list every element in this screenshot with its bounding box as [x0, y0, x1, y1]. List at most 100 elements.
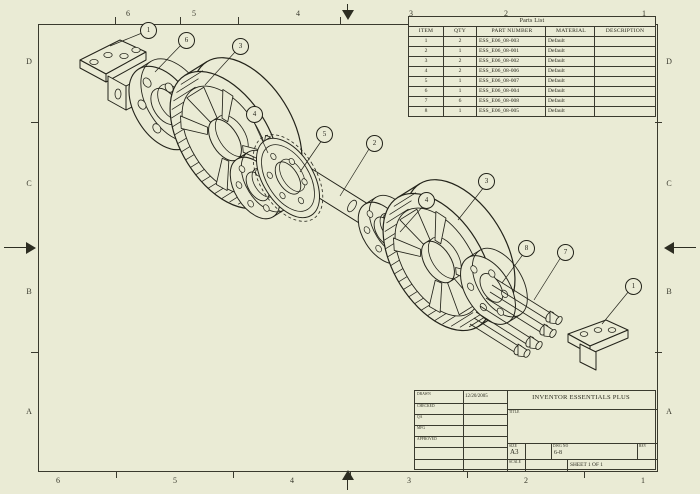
tb-divider: [507, 443, 657, 444]
balloon-callout-5[interactable]: 5: [316, 126, 333, 143]
zone-label-bottom-6: 6: [56, 476, 60, 485]
zone-label-top-1: 1: [642, 9, 646, 18]
zone-tick-top: [180, 17, 182, 24]
cell-description: [594, 86, 656, 97]
cell-description: [594, 66, 656, 77]
zone-tick-bottom: [584, 471, 586, 478]
zone-tick-bottom: [116, 471, 118, 478]
zone-label-right-D: D: [666, 57, 672, 66]
zone-label-top-5: 5: [192, 9, 196, 18]
cell-material: Default: [545, 66, 595, 77]
balloon-callout-6[interactable]: 6: [178, 32, 195, 49]
cell-part-number: ESS_E06_08-004: [476, 86, 546, 97]
center-mark-bottom-line: [347, 480, 349, 490]
cell-part-number: ESS_E06_08-003: [476, 36, 546, 47]
label-size: SIZE: [509, 444, 517, 448]
cell-qty: 1: [443, 76, 477, 87]
center-mark-top-icon: [342, 10, 354, 20]
cell-material: Default: [545, 36, 595, 47]
tb-divider: [507, 409, 657, 410]
tb-divider: [507, 391, 508, 471]
tb-divider: [637, 443, 638, 459]
cell-description: [594, 76, 656, 87]
balloon-callout-1-right[interactable]: 1: [625, 278, 642, 295]
tb-divider: [415, 403, 507, 404]
cell-qty: 2: [443, 56, 477, 67]
table-row: 8 1 ESS_E06_08-005 Default: [408, 106, 656, 117]
cell-item: 3: [408, 56, 444, 67]
zone-label-right-B: B: [666, 287, 672, 296]
label-qa: QA: [417, 415, 423, 419]
value-dwg-no: 6-8: [554, 450, 562, 456]
cell-item: 7: [408, 96, 444, 107]
zone-label-right-A: A: [666, 407, 672, 416]
cell-qty: 6: [443, 96, 477, 107]
cell-part-number: ESS_E06_08-005: [476, 106, 546, 117]
zone-label-left-B: B: [26, 287, 32, 296]
table-row: 2 1 ESS_E06_08-001 Default: [408, 46, 656, 57]
zone-label-right-C: C: [666, 179, 672, 188]
balloon-callout-3-right[interactable]: 3: [478, 173, 495, 190]
column-header-material: MATERIAL: [545, 26, 595, 37]
cell-qty: 1: [443, 46, 477, 57]
balloon-callout-4-right[interactable]: 4: [418, 192, 435, 209]
cell-material: Default: [545, 46, 595, 57]
tb-divider: [415, 436, 507, 437]
zone-tick-bottom: [467, 471, 469, 478]
balloon-callout-1[interactable]: 1: [140, 22, 157, 39]
cell-item: 1: [408, 36, 444, 47]
parts-list-header-row: ITEM QTY PART NUMBER MATERIAL DESCRIPTIO…: [408, 26, 656, 37]
label-rev: REV: [639, 444, 647, 448]
balloon-callout-4-left[interactable]: 4: [246, 106, 263, 123]
label-checked: CHECKED: [417, 404, 435, 408]
column-header-description: DESCRIPTION: [594, 26, 656, 37]
zone-label-top-2: 2: [504, 9, 508, 18]
cell-description: [594, 36, 656, 47]
cell-description: [594, 46, 656, 57]
cell-description: [594, 56, 656, 67]
cell-part-number: ESS_E06_08-007: [476, 76, 546, 87]
zone-label-top-6: 6: [126, 9, 130, 18]
balloon-callout-3-left[interactable]: 3: [232, 38, 249, 55]
tb-divider: [525, 443, 526, 471]
value-drawn-date: 12/20/2005: [465, 394, 488, 399]
parts-list-title-row: Parts List: [408, 16, 656, 27]
cell-qty: 2: [443, 66, 477, 77]
zone-tick-left: [31, 122, 38, 124]
cell-item: 4: [408, 66, 444, 77]
label-dwg-no: DWG NO: [553, 444, 569, 448]
cell-part-number: ESS_E06_08-008: [476, 96, 546, 107]
cell-qty: 1: [443, 106, 477, 117]
cell-qty: 1: [443, 86, 477, 97]
balloon-callout-7[interactable]: 7: [557, 244, 574, 261]
zone-label-top-4: 4: [296, 9, 300, 18]
zone-tick-top: [238, 17, 240, 24]
label-scale: SCALE: [509, 460, 521, 464]
table-row: 5 1 ESS_E06_08-007 Default: [408, 76, 656, 87]
zone-label-bottom-3: 3: [407, 476, 411, 485]
cell-part-number: ESS_E06_08-006: [476, 66, 546, 77]
cell-material: Default: [545, 96, 595, 107]
zone-label-top-3: 3: [409, 9, 413, 18]
balloon-callout-2[interactable]: 2: [366, 135, 383, 152]
parts-list-table: Parts List ITEM QTY PART NUMBER MATERIAL…: [408, 16, 656, 117]
zone-tick-left: [31, 352, 38, 354]
table-row: 1 2 ESS_E06_08-003 Default: [408, 36, 656, 47]
balloon-callout-8[interactable]: 8: [518, 240, 535, 257]
center-mark-right-icon: [664, 242, 674, 254]
tb-divider: [551, 443, 552, 459]
cell-material: Default: [545, 86, 595, 97]
zone-label-bottom-1: 1: [641, 476, 645, 485]
center-mark-right-line: [672, 247, 696, 249]
cell-material: Default: [545, 56, 595, 67]
table-row: 4 2 ESS_E06_08-006 Default: [408, 66, 656, 77]
zone-label-bottom-2: 2: [524, 476, 528, 485]
value-size: A3: [510, 448, 519, 456]
zone-tick-right: [655, 122, 662, 124]
zone-tick-bottom: [233, 471, 235, 478]
label-title: TITLE: [509, 410, 520, 414]
tb-divider: [567, 459, 568, 471]
zone-label-bottom-4: 4: [290, 476, 294, 485]
